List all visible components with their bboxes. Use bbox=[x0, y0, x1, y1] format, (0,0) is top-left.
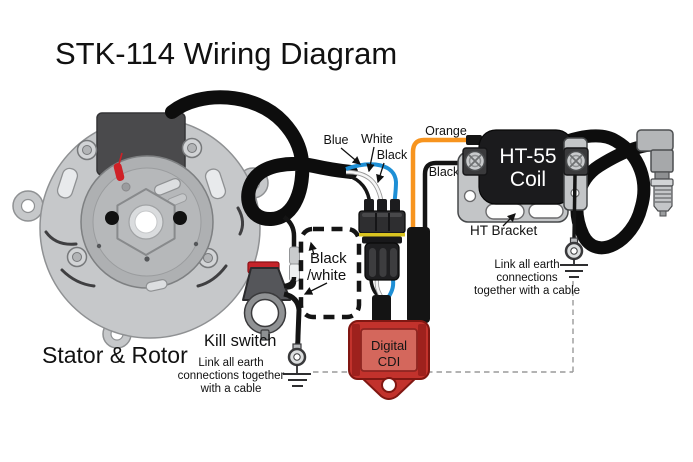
bracket-slot-left bbox=[485, 203, 525, 220]
orange-wire bbox=[410, 137, 470, 232]
black-white-label-line2: /white bbox=[307, 267, 346, 284]
black-label-arrow bbox=[376, 162, 385, 184]
plug-cap-vertical bbox=[650, 149, 674, 173]
rotor-slot-top bbox=[153, 178, 181, 196]
clamp-bolt bbox=[260, 329, 270, 341]
page-title: STK-114 Wiring Diagram bbox=[55, 36, 397, 71]
blue-label-arrow bbox=[340, 147, 361, 165]
white-label-arrow bbox=[366, 146, 375, 173]
screw-ring bbox=[468, 154, 482, 168]
bullet-connector-top bbox=[289, 246, 300, 265]
rotor-hole-left bbox=[105, 211, 119, 225]
connector-seal bbox=[359, 233, 405, 237]
wiring-connector bbox=[358, 199, 406, 281]
kill-switch-clamp-ring bbox=[245, 293, 285, 333]
black-wire-label: Black bbox=[377, 148, 408, 162]
kill-switch-wire-up bbox=[283, 276, 297, 289]
hub-shaft-hole bbox=[134, 210, 158, 234]
connector-rib bbox=[390, 248, 397, 277]
earth-symbol-left bbox=[283, 365, 311, 387]
stator-cable bbox=[165, 90, 358, 226]
plate-detail bbox=[236, 206, 245, 236]
cdi-label-line1: Digital bbox=[371, 338, 407, 353]
earth-note-left: Link all earth connections together with… bbox=[178, 357, 285, 395]
connector-collar bbox=[362, 236, 402, 244]
plate-detail bbox=[60, 268, 96, 288]
earth-note-right: Link all earth connections together with… bbox=[474, 259, 580, 297]
screw-slot bbox=[569, 154, 583, 168]
coil-label-line1: HT-55 bbox=[499, 145, 556, 168]
cdi-side-flange-right bbox=[418, 324, 426, 376]
connector-pin-entry bbox=[377, 199, 387, 212]
stator-rotor-illustration bbox=[12, 112, 269, 349]
rotor-hole-right bbox=[173, 211, 187, 225]
rotor-dot-small bbox=[193, 241, 199, 247]
plug-threads bbox=[654, 189, 672, 203]
ht-coil-assembly: HT-55 Coil bbox=[457, 129, 589, 223]
timing-mark bbox=[113, 163, 125, 181]
coil-label-line2: Coil bbox=[510, 168, 546, 191]
earth-note-left-line3: with a cable bbox=[200, 383, 262, 395]
stator-label: Stator & Rotor bbox=[42, 342, 188, 368]
earth-note-right-line1: Link all earth bbox=[494, 259, 559, 271]
black-white-label-line1: Black bbox=[310, 250, 347, 267]
black-wire-coil bbox=[422, 160, 470, 232]
black-white-arrow-down bbox=[303, 282, 328, 295]
stator-ear-left-hole bbox=[20, 198, 36, 214]
rotor-slot-bottom bbox=[145, 279, 168, 292]
black-white-callout-box bbox=[298, 226, 362, 320]
ht-bracket-arrow bbox=[502, 213, 516, 227]
plate-screws bbox=[66, 137, 219, 269]
orange-wire-label: Orange bbox=[425, 124, 467, 138]
clamp-ring-inner-edge bbox=[250, 298, 280, 328]
connector-rib bbox=[379, 248, 387, 277]
plug-neck bbox=[654, 171, 670, 180]
earth-note-right-line3: together with a cable bbox=[474, 285, 580, 297]
bracket-slot-right bbox=[528, 203, 564, 219]
black-white-arrow-up bbox=[308, 241, 317, 256]
rotor-dot bbox=[121, 182, 131, 192]
earth-note-left-line2: connections together bbox=[178, 370, 285, 382]
blue-wire-label: Blue bbox=[323, 133, 348, 147]
plug-electrode bbox=[659, 210, 667, 217]
earth-symbol-right bbox=[560, 259, 588, 278]
connector-pin-entry bbox=[390, 199, 400, 212]
cdi-cable-sheath-left bbox=[372, 295, 391, 325]
cdi-mount-hole bbox=[381, 377, 397, 393]
digital-cdi: Digital CDI bbox=[348, 320, 430, 400]
coil-wire-stub bbox=[466, 135, 482, 145]
kill-switch bbox=[242, 261, 291, 341]
cdi-label-line2: CDI bbox=[378, 354, 400, 369]
ring-terminal-left-hole bbox=[293, 353, 301, 361]
connector-rib bbox=[369, 248, 376, 277]
timing-line bbox=[118, 152, 123, 165]
cdi-side-flange-left bbox=[352, 324, 360, 376]
ring-terminal-right-hole bbox=[570, 247, 578, 255]
ht-lead bbox=[548, 129, 657, 255]
black-white-wire-upper bbox=[282, 215, 297, 247]
cdi-label-panel bbox=[360, 328, 418, 372]
white-wire-label: White bbox=[361, 132, 393, 146]
earth-note-left-line1: Link all earth bbox=[198, 357, 263, 369]
earth-note-right-line2: connections bbox=[496, 272, 558, 284]
plug-cap-horizontal bbox=[636, 129, 674, 152]
cdi-cable-sheath-right bbox=[407, 227, 430, 323]
plate-slot-left bbox=[56, 167, 79, 199]
bracket-hole bbox=[463, 189, 477, 203]
ht-bracket-label: HT Bracket bbox=[470, 223, 538, 238]
rotor-dot-small bbox=[144, 256, 150, 262]
rotor-dot-small bbox=[96, 243, 102, 249]
connector-pin-entry bbox=[364, 199, 374, 212]
plate-detail bbox=[196, 264, 228, 288]
black-coil-wire-label: Black bbox=[429, 165, 460, 179]
spark-plug bbox=[636, 129, 674, 217]
plate-slot-right bbox=[204, 168, 227, 200]
coil-earth-wire bbox=[572, 174, 577, 241]
screw-slot bbox=[468, 154, 482, 168]
kill-switch-label: Kill switch bbox=[204, 332, 276, 350]
plug-washer bbox=[650, 178, 674, 187]
connector-highlight bbox=[362, 213, 402, 217]
screw-ring bbox=[569, 154, 583, 168]
plate-detail bbox=[44, 230, 78, 246]
